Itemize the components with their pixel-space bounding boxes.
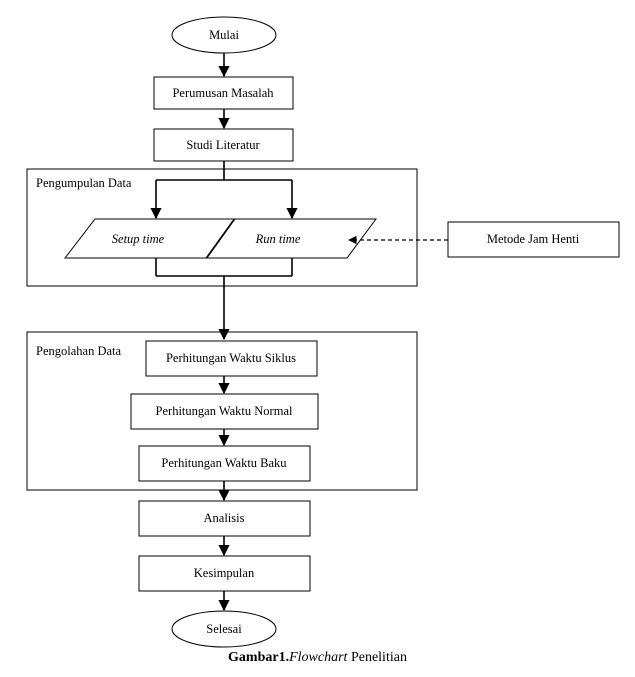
run-time-label: Run time	[255, 232, 301, 246]
caption-prefix: Gambar1.	[228, 650, 290, 665]
figure-caption: Gambar1.Flowchart Penelitian	[0, 650, 635, 666]
end-terminal	[171, 610, 277, 648]
setup-time-input	[63, 218, 235, 259]
caption-suffix: Penelitian	[347, 650, 407, 665]
setup-time-label: Setup time	[112, 232, 165, 246]
run-time-input	[206, 218, 377, 259]
analysis-box	[138, 500, 311, 537]
end-label: Selesai	[206, 622, 242, 636]
normal-time-box	[130, 393, 319, 430]
standard-time-box	[138, 445, 311, 482]
problem-formulation-box	[153, 76, 294, 110]
literature-study-label: Studi Literatur	[186, 138, 260, 152]
data-processing-label: Pengolahan Data	[36, 344, 121, 358]
problem-formulation-label: Perumusan Masalah	[172, 86, 274, 100]
stopwatch-method-box	[447, 221, 620, 258]
caption-italic: Flowchart	[289, 650, 348, 665]
conclusion-label: Kesimpulan	[194, 566, 255, 580]
data-collection-label: Pengumpulan Data	[36, 176, 132, 190]
analysis-label: Analisis	[204, 511, 245, 525]
normal-time-label: Perhitungan Waktu Normal	[156, 404, 293, 418]
cycle-time-box	[145, 340, 318, 377]
cycle-time-label: Perhitungan Waktu Siklus	[166, 351, 296, 365]
start-label: Mulai	[209, 28, 239, 42]
stopwatch-method-label: Metode Jam Henti	[487, 232, 580, 246]
data-collection-group	[26, 168, 418, 287]
standard-time-label: Perhitungan Waktu Baku	[161, 456, 287, 470]
